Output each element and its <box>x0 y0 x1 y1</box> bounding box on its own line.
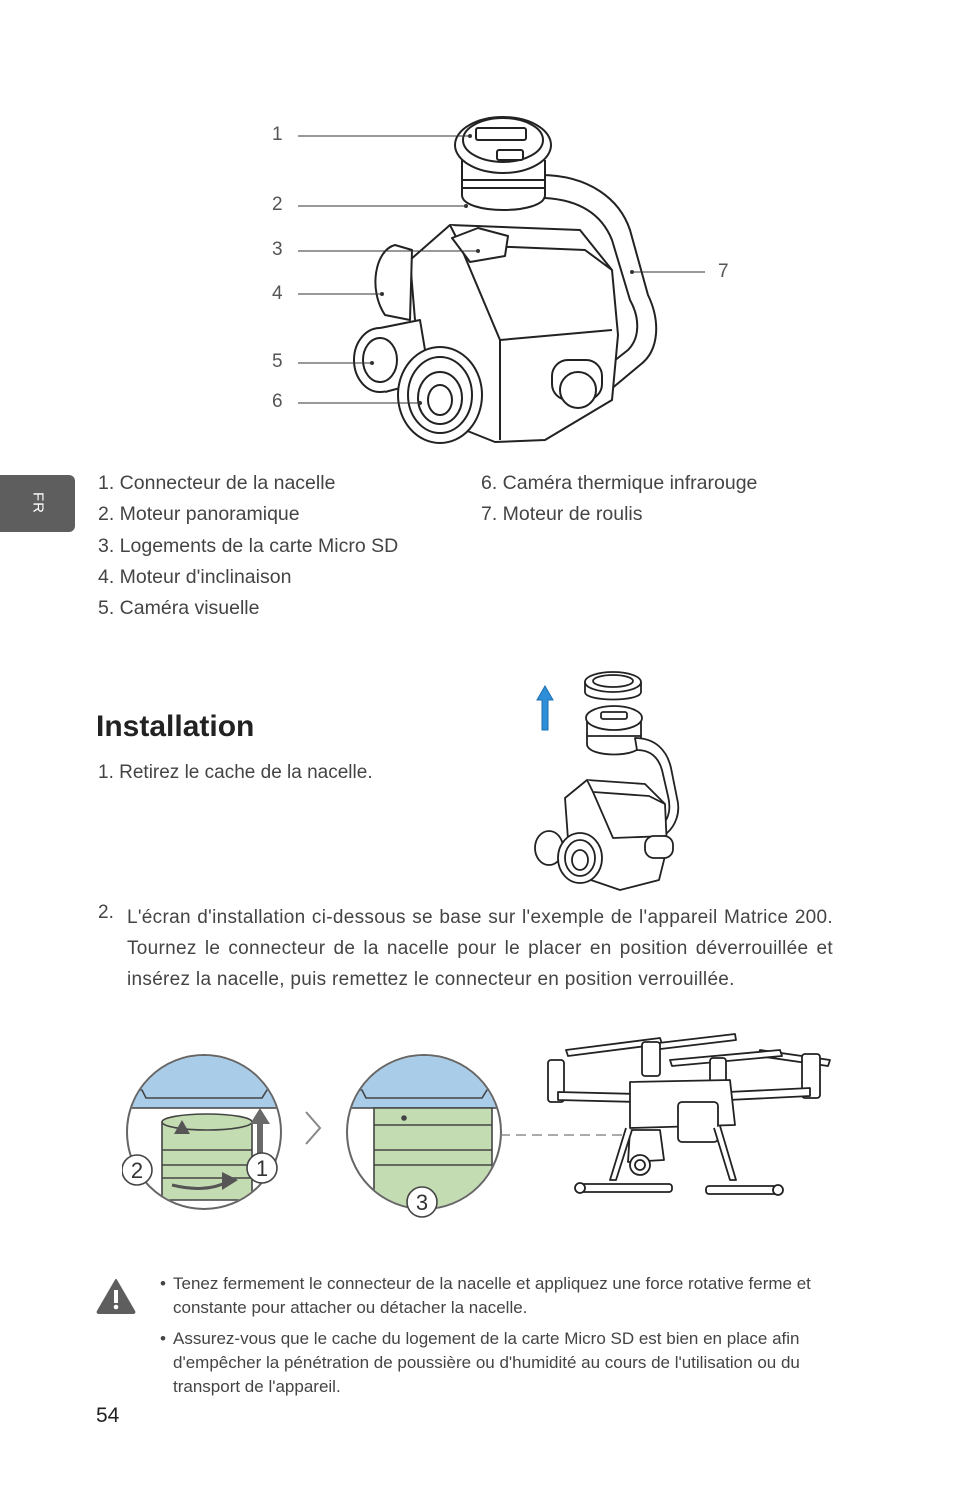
callout-3: 3 <box>272 239 283 260</box>
dashed-leader <box>500 1134 650 1136</box>
page-number: 54 <box>96 1404 120 1427</box>
drone-illustration <box>547 1033 831 1196</box>
language-tab: FR <box>0 475 75 532</box>
up-arrow-icon <box>536 684 554 731</box>
legend-item: 3. Logements de la carte Micro SD <box>98 535 399 557</box>
cover-removal-illustration <box>534 671 680 891</box>
connector-unlock-illustration: 2 1 <box>122 1054 282 1210</box>
legend-item: 7. Moteur de roulis <box>481 503 643 525</box>
language-tab-label: FR <box>29 492 47 514</box>
legend-item: 2. Moteur panoramique <box>98 503 300 525</box>
note-item: • Assurez-vous que le cache du logement … <box>160 1327 860 1399</box>
callout-1: 1 <box>272 124 283 145</box>
marker-3: 3 <box>416 1190 428 1215</box>
callout-2: 2 <box>272 194 283 215</box>
note-item: • Tenez fermement le connecteur de la na… <box>160 1272 860 1320</box>
warning-icon <box>96 1279 136 1314</box>
legend-item: 5. Caméra visuelle <box>98 597 260 619</box>
marker-1: 1 <box>256 1156 268 1181</box>
section-heading: Installation <box>96 710 255 743</box>
gimbal-diagram <box>298 116 705 444</box>
callout-7: 7 <box>718 261 729 282</box>
chevron-right-icon <box>305 1111 322 1145</box>
note-text: Assurez-vous que le cache du logement de… <box>173 1329 800 1396</box>
note-text: Tenez fermement le connecteur de la nace… <box>173 1274 811 1317</box>
legend-item: 6. Caméra thermique infrarouge <box>481 472 758 494</box>
bullet: • <box>160 1329 166 1348</box>
connector-locked-illustration: 3 <box>346 1054 502 1218</box>
legend-item: 1. Connecteur de la nacelle <box>98 472 336 494</box>
bullet: • <box>160 1274 166 1293</box>
step-2-number: 2. <box>98 902 114 923</box>
step-2-text: L'écran d'installation ci-dessous se bas… <box>127 907 833 990</box>
callout-4: 4 <box>272 283 283 304</box>
marker-2: 2 <box>131 1158 143 1183</box>
step-1-text: 1. Retirez le cache de la nacelle. <box>98 762 373 783</box>
callout-6: 6 <box>272 391 283 412</box>
callout-5: 5 <box>272 351 283 372</box>
legend-item: 4. Moteur d'inclinaison <box>98 566 292 588</box>
